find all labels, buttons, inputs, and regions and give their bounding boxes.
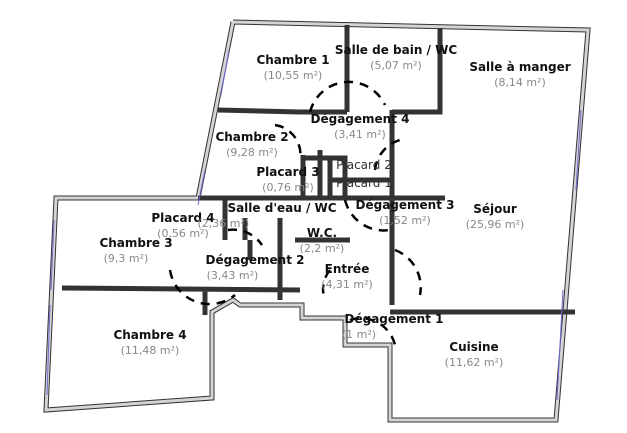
room-name: Salle de bain / WC	[334, 43, 458, 57]
windows	[46, 49, 582, 401]
room-area: (4,31 m²)	[321, 278, 373, 291]
room-area: (0,56 m²)	[157, 227, 209, 240]
room-entree: Entrée (4,31 m²)	[321, 262, 373, 292]
room-degagement-3: Dégagement 3 (1,52 m²)	[356, 198, 455, 228]
room-area: (1 m²)	[341, 328, 377, 341]
room-placard-3: Placard 3 (0,76 m²)	[256, 165, 319, 195]
room-wc: W.C. (2,2 m²)	[300, 226, 345, 256]
room-salle-de-bain: Salle de bain / WC (5,07 m²)	[335, 43, 457, 73]
room-name: W.C.	[306, 226, 338, 240]
room-chambre-2: Chambre 2 (9,28 m²)	[215, 130, 288, 160]
room-area: (10,55 m²)	[263, 69, 323, 82]
room-name: Dégagement 4	[310, 112, 410, 126]
room-area: (3,41 m²)	[334, 128, 386, 141]
room-placard-2: Placard 2	[336, 158, 392, 173]
room-name: Chambre 3	[99, 236, 173, 250]
room-degagement-1: Dégagement 1 (1 m²)	[342, 312, 444, 342]
room-area: (2,2 m²)	[299, 242, 345, 255]
room-salle-d-eau: Salle d'eau / WC (2,36 m²)	[197, 201, 337, 231]
room-area: (5,07 m²)	[370, 59, 422, 72]
room-area: (25,96 m²)	[465, 218, 525, 231]
room-salle-a-manger: Salle à manger (8,14 m²)	[469, 60, 570, 90]
room-chambre-3: Chambre 3 (9,3 m²)	[99, 236, 172, 266]
room-sejour: Séjour (25,96 m²)	[466, 202, 525, 232]
room-placard-1: Placard 1	[336, 176, 392, 191]
room-name: Chambre 4	[113, 328, 187, 342]
room-area: (2,36 m²)	[197, 217, 250, 230]
room-area: (11,62 m²)	[444, 356, 504, 369]
room-name: Placard 1	[336, 176, 392, 190]
room-area: (0,76 m²)	[262, 181, 314, 194]
room-name: Dégagement 2	[205, 253, 305, 267]
room-area: (3,43 m²)	[206, 269, 259, 282]
door-swings	[168, 80, 422, 346]
interior-walls	[61, 25, 575, 315]
room-name: Placard 4	[151, 211, 215, 225]
room-area: (1,52 m²)	[379, 214, 431, 227]
room-area: (9,28 m²)	[226, 146, 278, 159]
room-chambre-1: Chambre 1 (10,55 m²)	[256, 53, 329, 83]
room-degagement-2: Dégagement 2 (3,43 m²)	[206, 253, 305, 283]
room-name: Séjour	[473, 202, 517, 216]
room-area: (11,48 m²)	[120, 344, 180, 357]
room-name: Dégagement 1	[344, 312, 444, 326]
room-name: Salle d'eau / WC	[227, 201, 337, 215]
room-name: Placard 2	[336, 158, 392, 172]
room-name: Chambre 1	[256, 53, 330, 67]
room-name: Entrée	[324, 262, 370, 276]
room-degagement-4: Dégagement 4 (3,41 m²)	[311, 112, 410, 142]
room-name: Placard 3	[256, 165, 320, 179]
room-name: Salle à manger	[469, 60, 571, 74]
room-name: Chambre 2	[215, 130, 289, 144]
room-placard-4: Placard 4 (0,56 m²)	[151, 211, 214, 241]
room-area: (8,14 m²)	[494, 76, 546, 89]
room-cuisine: Cuisine (11,62 m²)	[445, 340, 504, 370]
room-chambre-4: Chambre 4 (11,48 m²)	[113, 328, 186, 358]
room-name: Cuisine	[449, 340, 499, 354]
room-area: (9,3 m²)	[103, 252, 149, 265]
room-name: Dégagement 3	[355, 198, 455, 212]
